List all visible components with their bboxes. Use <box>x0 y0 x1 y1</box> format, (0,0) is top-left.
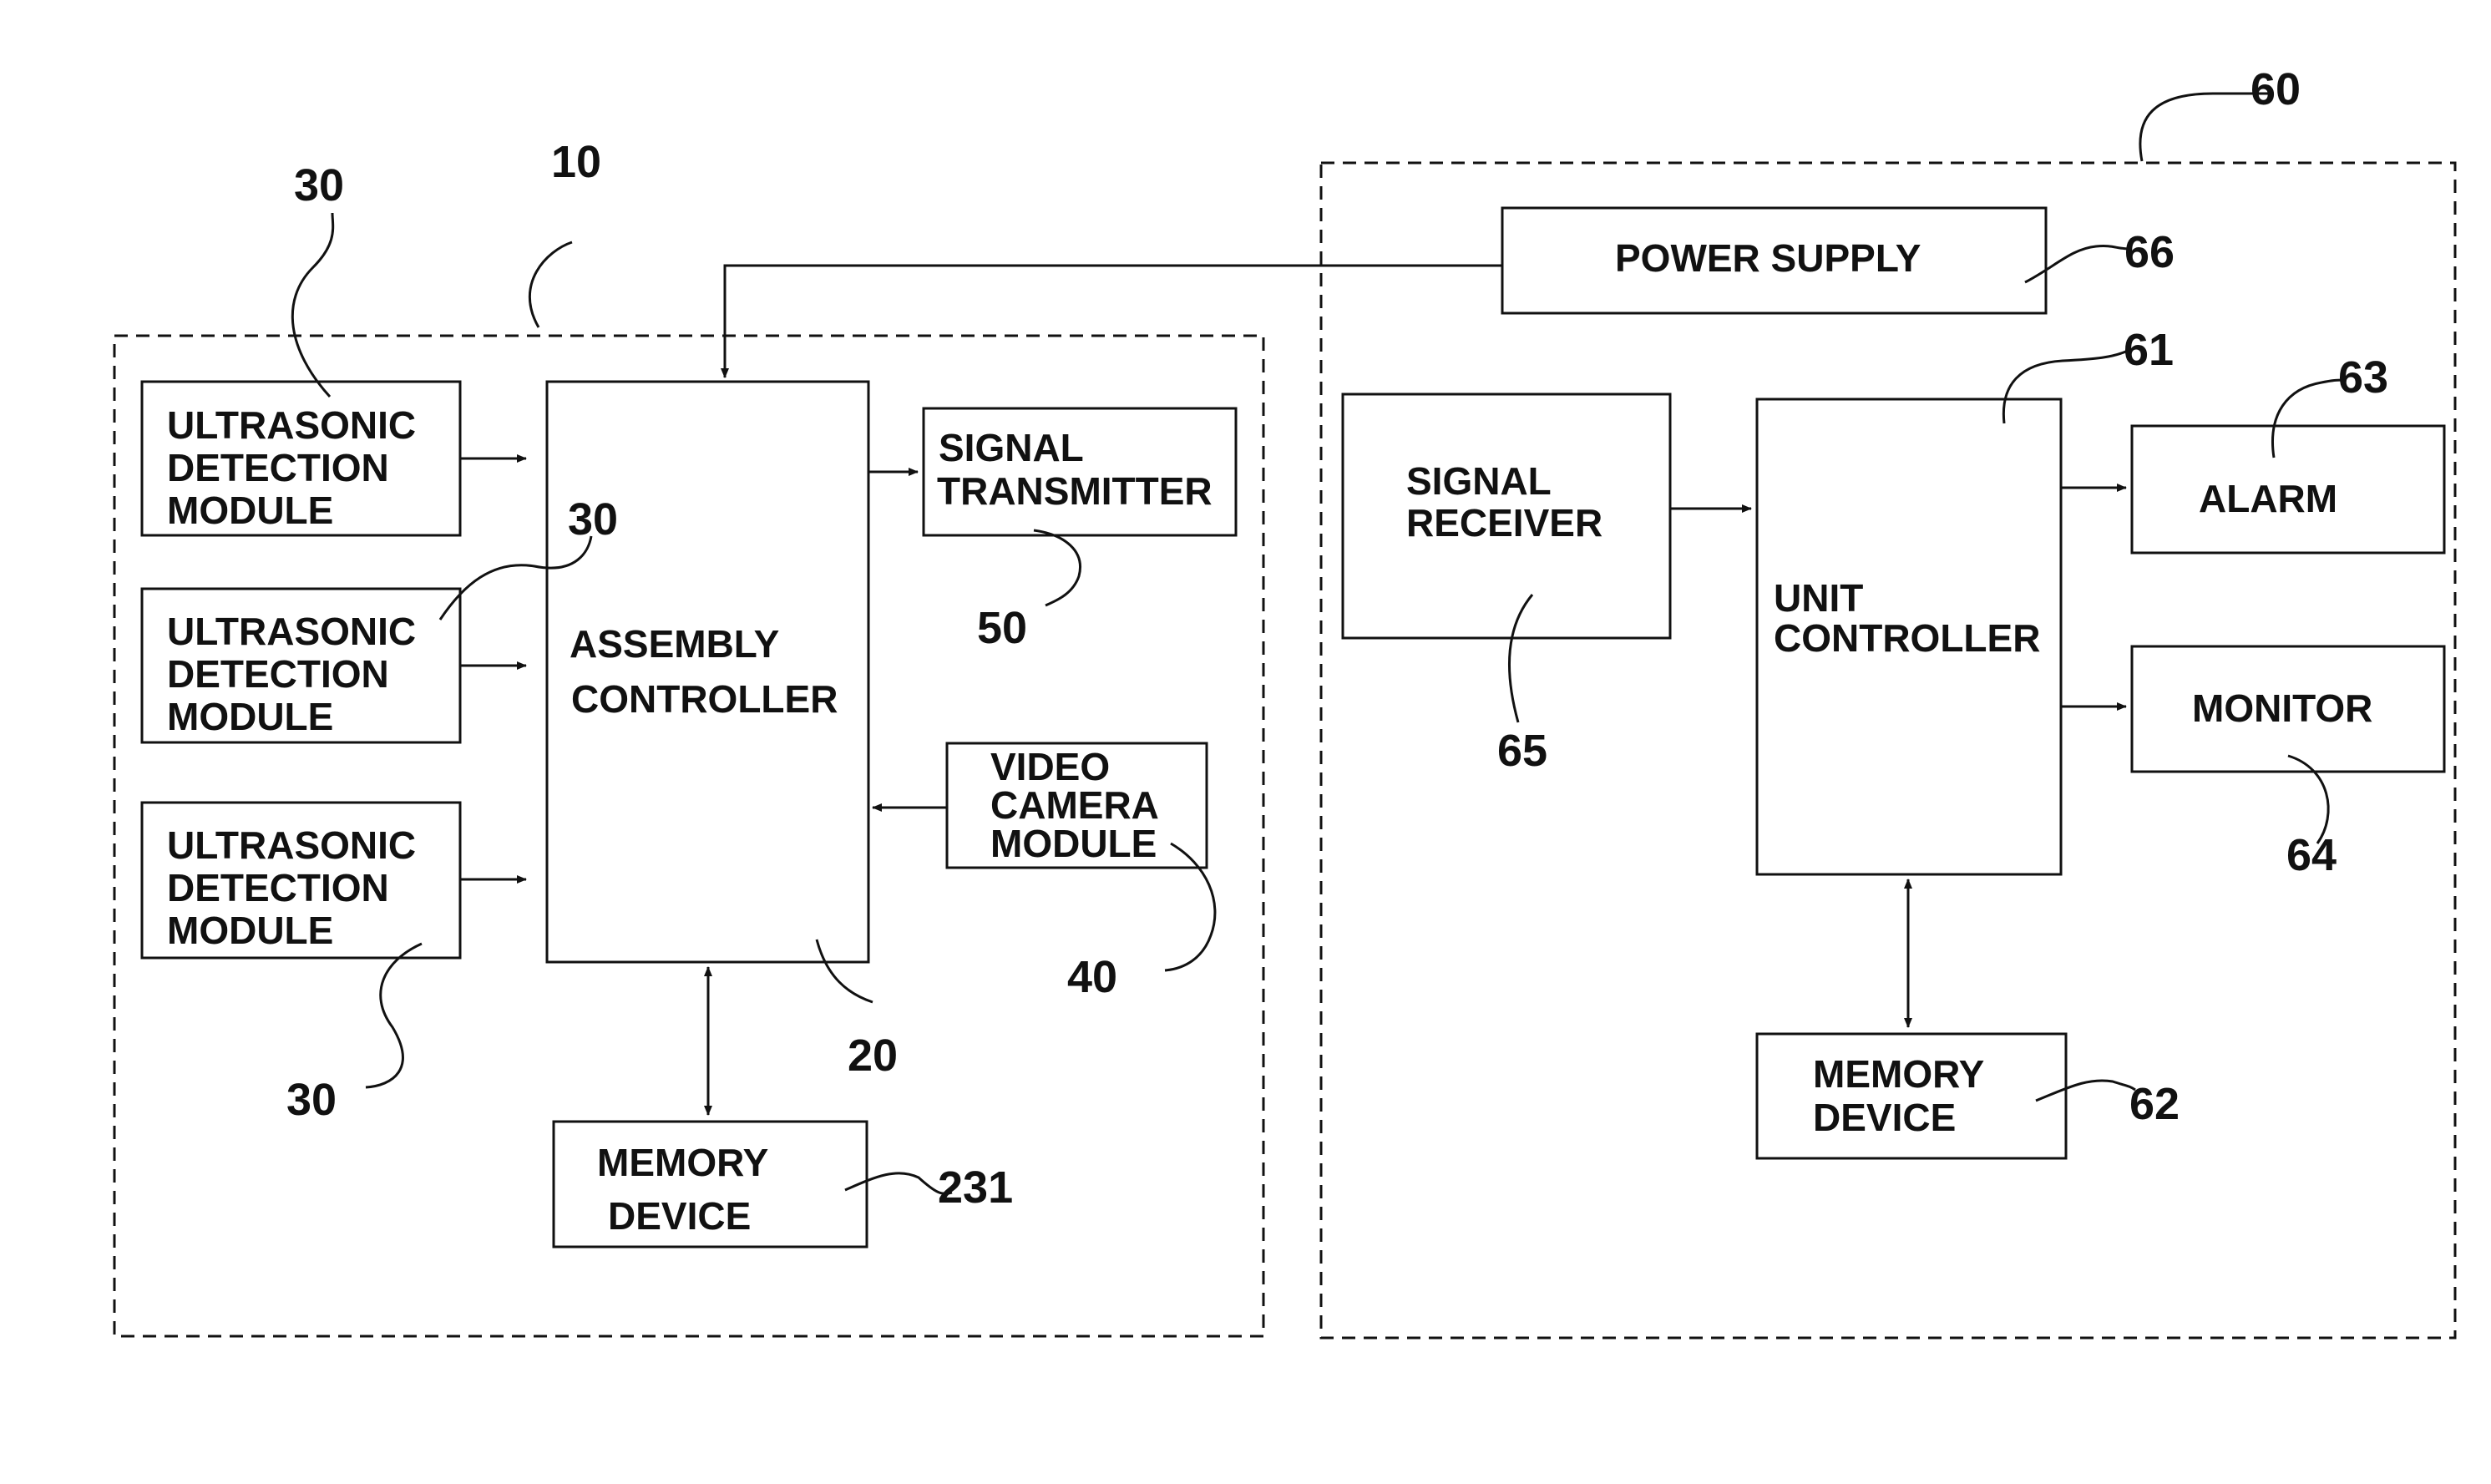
assembly-controller: ASSEMBLY CONTROLLER <box>547 382 868 962</box>
ref-40: 40 <box>1067 952 1117 1002</box>
alarm: ALARM <box>2132 426 2444 553</box>
video-camera-line-3: MODULE <box>990 822 1157 865</box>
ref-62: 62 <box>2129 1079 2180 1129</box>
ultrasonic-detection-module-3: ULTRASONIC DETECTION MODULE <box>142 803 460 958</box>
video-camera-line-2: CAMERA <box>990 783 1159 827</box>
memory-device-unit: MEMORY DEVICE <box>1757 1034 2066 1158</box>
power-supply: POWER SUPPLY <box>1502 208 2046 313</box>
video-camera-module: VIDEO CAMERA MODULE <box>947 743 1207 868</box>
ultrasonic-1-line-3: MODULE <box>167 489 333 532</box>
signal-receiver-line-2: RECEIVER <box>1406 501 1602 544</box>
memory-assembly-line-2: DEVICE <box>608 1194 751 1238</box>
alarm-label: ALARM <box>2199 477 2337 520</box>
ref-63: 63 <box>2338 352 2388 403</box>
ref-10: 10 <box>551 137 601 187</box>
ref-61: 61 <box>2124 325 2174 375</box>
ref-50: 50 <box>977 603 1027 653</box>
ref-30-top: 30 <box>294 160 344 210</box>
leader-10 <box>529 242 572 327</box>
ultrasonic-2-line-1: ULTRASONIC <box>167 610 416 653</box>
ref-20: 20 <box>848 1031 898 1081</box>
power-supply-to-assembly-controller <box>725 266 1502 377</box>
ultrasonic-detection-module-2: ULTRASONIC DETECTION MODULE <box>142 589 460 742</box>
unit-controller-line-1: UNIT <box>1774 576 1863 620</box>
ref-64: 64 <box>2286 830 2337 880</box>
monitor: MONITOR <box>2132 646 2444 772</box>
power-supply-label: POWER SUPPLY <box>1615 236 1921 280</box>
memory-unit-line-1: MEMORY <box>1813 1052 1984 1096</box>
ref-30-mid: 30 <box>568 494 618 544</box>
signal-transmitter: SIGNAL TRANSMITTER <box>924 408 1236 535</box>
signal-transmitter-line-2: TRANSMITTER <box>937 469 1213 513</box>
leader-50 <box>1034 530 1080 605</box>
ultrasonic-3-line-3: MODULE <box>167 909 333 952</box>
ultrasonic-1-line-2: DETECTION <box>167 446 389 489</box>
ref-231: 231 <box>938 1162 1013 1213</box>
memory-assembly-line-1: MEMORY <box>597 1141 768 1184</box>
signal-receiver: SIGNAL RECEIVER <box>1343 394 1670 638</box>
ref-66: 66 <box>2124 227 2175 277</box>
leader-30-top <box>292 213 332 397</box>
memory-unit-line-2: DEVICE <box>1813 1096 1956 1139</box>
assembly-controller-line-1: ASSEMBLY <box>570 622 779 666</box>
ultrasonic-3-line-2: DETECTION <box>167 866 389 909</box>
leader-30-bottom <box>366 944 422 1087</box>
ultrasonic-2-line-3: MODULE <box>167 695 333 738</box>
signal-transmitter-line-1: SIGNAL <box>939 426 1084 469</box>
unit-controller: UNIT CONTROLLER <box>1757 399 2061 874</box>
ultrasonic-3-line-1: ULTRASONIC <box>167 823 416 867</box>
assembly-controller-line-2: CONTROLLER <box>571 677 838 721</box>
ref-30-bottom: 30 <box>286 1075 337 1125</box>
unit-controller-line-2: CONTROLLER <box>1774 616 2040 660</box>
monitor-label: MONITOR <box>2192 686 2372 730</box>
ultrasonic-1-line-1: ULTRASONIC <box>167 403 416 447</box>
memory-device-assembly: MEMORY DEVICE <box>554 1122 867 1247</box>
signal-receiver-line-1: SIGNAL <box>1406 459 1552 503</box>
ref-60: 60 <box>2251 64 2301 114</box>
ultrasonic-2-line-2: DETECTION <box>167 652 389 696</box>
video-camera-line-1: VIDEO <box>990 745 1110 788</box>
ultrasonic-detection-module-1: ULTRASONIC DETECTION MODULE <box>142 382 460 535</box>
ref-65: 65 <box>1497 726 1547 776</box>
